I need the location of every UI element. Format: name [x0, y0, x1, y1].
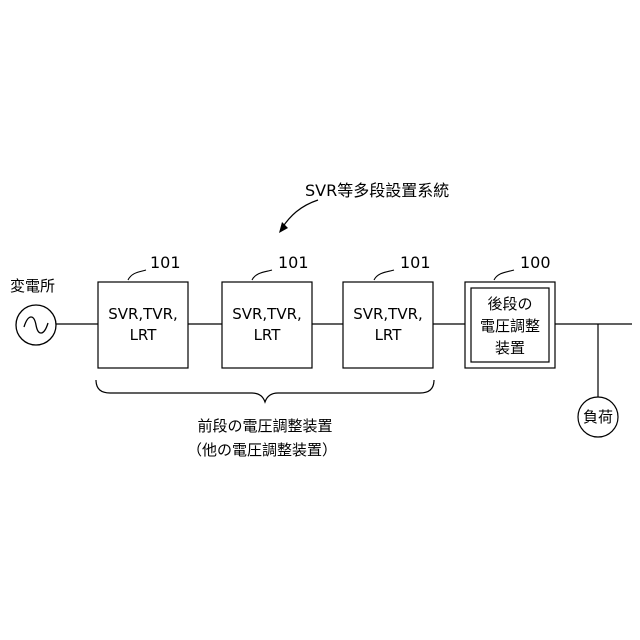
- substation-label: 変電所: [10, 277, 55, 295]
- reference-number: 101: [278, 253, 309, 272]
- reference-leader-line: [128, 270, 146, 280]
- front-device-2: SVR,TVR, LRT 101: [222, 253, 312, 368]
- device-text-line-2: LRT: [130, 326, 158, 344]
- device-text-line-1: 後段の: [487, 295, 532, 313]
- device-box: [222, 282, 312, 368]
- device-text-line-1: SVR,TVR,: [353, 305, 423, 323]
- front-device-1: SVR,TVR, LRT 101: [98, 253, 188, 368]
- device-text-line-1: SVR,TVR,: [108, 305, 178, 323]
- front-device-3: SVR,TVR, LRT 101: [343, 253, 433, 368]
- device-text-line-2: 電圧調整: [480, 317, 540, 335]
- device-box: [98, 282, 188, 368]
- device-text-line-2: LRT: [375, 326, 403, 344]
- reference-leader-line: [374, 270, 394, 280]
- brace-label-line-2: （他の電圧調整装置）: [187, 441, 337, 459]
- device-text-line-3: 装置: [495, 339, 525, 357]
- system-label: SVR等多段設置系統: [305, 181, 449, 200]
- device-text-line-1: SVR,TVR,: [232, 305, 302, 323]
- system-label-arrowhead: [279, 222, 288, 233]
- reference-leader-line: [494, 270, 514, 280]
- device-text-line-2: LRT: [254, 326, 282, 344]
- reference-number: 101: [150, 253, 181, 272]
- rear-device: 後段の 電圧調整 装置 100: [465, 253, 555, 368]
- system-label-arrow-line: [282, 200, 318, 228]
- grouping-brace: [96, 380, 434, 402]
- reference-leader-line: [252, 270, 272, 280]
- device-box: [343, 282, 433, 368]
- load-label: 負荷: [583, 408, 613, 426]
- brace-label-line-1: 前段の電圧調整装置: [197, 417, 332, 435]
- reference-number: 101: [400, 253, 431, 272]
- reference-number: 100: [520, 253, 551, 272]
